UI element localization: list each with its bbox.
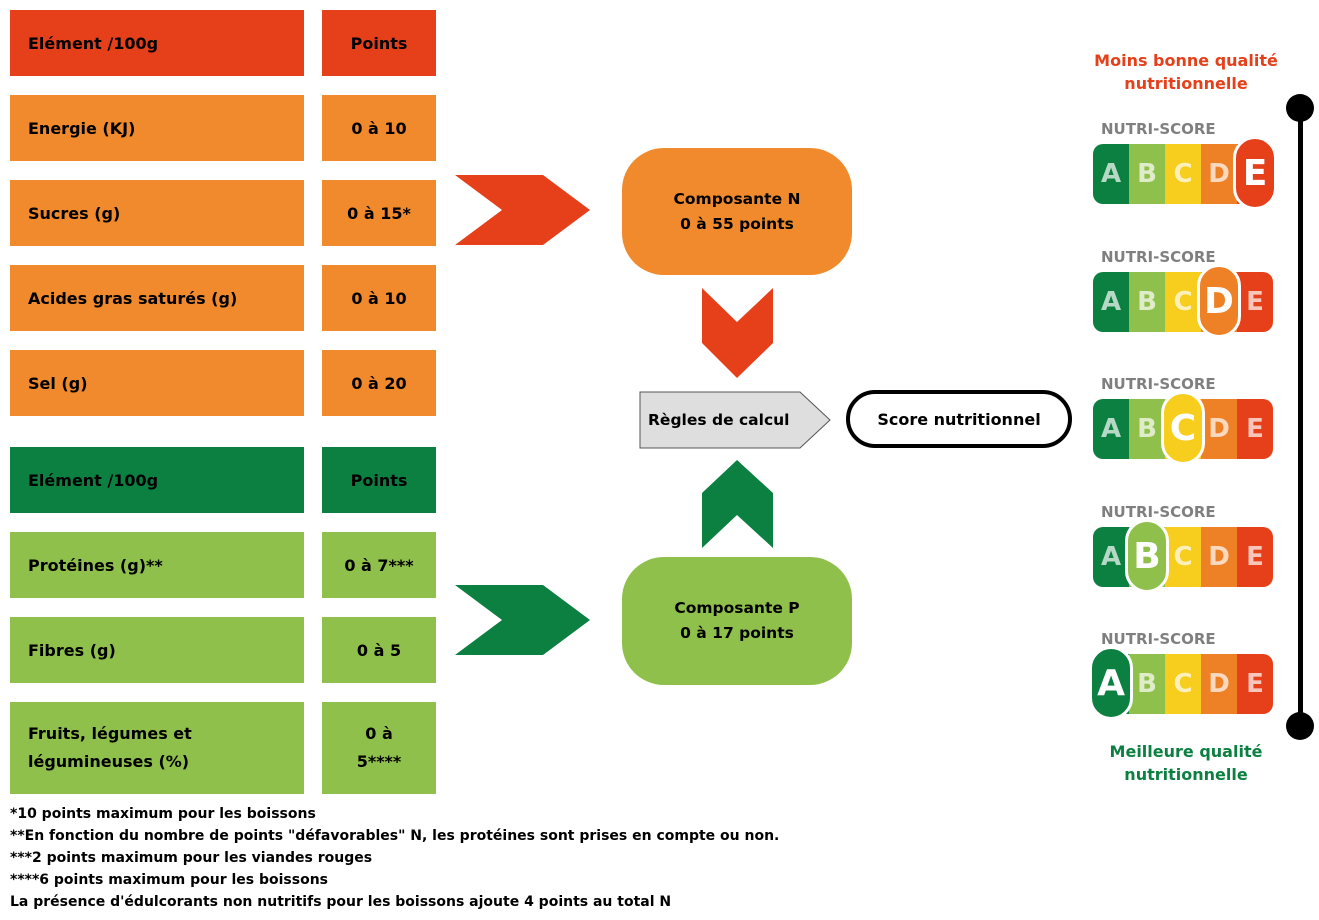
arrow-down-orange xyxy=(702,288,773,378)
salt-label: Sel (g) xyxy=(10,350,304,416)
score-label: Score nutritionnel xyxy=(877,409,1041,429)
saturated-fat-points: 0 à 10 xyxy=(322,265,436,331)
component-p: Composante P 0 à 17 points xyxy=(622,557,852,685)
nutri-score-letter-b: B xyxy=(1129,399,1165,459)
score-box: Score nutritionnel xyxy=(846,390,1072,448)
worst-quality-label: Moins bonne qualité nutritionnelle xyxy=(1094,51,1278,93)
component-n-range: 0 à 55 points xyxy=(680,214,794,233)
saturated-fat-label: Acides gras saturés (g) xyxy=(10,265,304,331)
nutri-score-letter-d: D xyxy=(1201,399,1237,459)
component-p-title: Composante P xyxy=(674,599,800,617)
nutri-score-highlight-a: A xyxy=(1089,646,1133,720)
nutri-score-letter-d: D xyxy=(1201,527,1237,587)
fruits-vegetables-label: Fruits, légumes et légumineuses (%) xyxy=(10,702,304,794)
nutri-score-badge-label: NUTRI-SCORE xyxy=(1101,120,1216,138)
nutri-score-badge-b: NUTRI-SCORE ABCDEB xyxy=(1093,503,1273,603)
fiber-label: Fibres (g) xyxy=(10,617,304,683)
footnote-3: ***2 points maximum pour les viandes rou… xyxy=(10,850,373,866)
nutri-score-highlight-d: D xyxy=(1197,264,1241,338)
nutri-score-highlight-b: B xyxy=(1125,519,1169,593)
nutri-score-letter-d: D xyxy=(1201,144,1237,204)
orange-table-header-points: Points xyxy=(322,10,436,76)
nutri-score-letter-a: A xyxy=(1093,144,1129,204)
nutri-score-badge-label: NUTRI-SCORE xyxy=(1101,630,1216,648)
component-n: Composante N 0 à 55 points xyxy=(622,148,852,275)
nutri-score-badge-e: NUTRI-SCOREABCDEE xyxy=(1093,120,1277,220)
scale-bottom-dot xyxy=(1286,712,1314,740)
footnote-1: *10 points maximum pour les boissons xyxy=(10,806,316,822)
salt-points: 0 à 20 xyxy=(322,350,436,416)
scale-top-dot xyxy=(1286,94,1314,122)
arrow-up-green xyxy=(702,460,773,548)
nutri-score-highlight-c: C xyxy=(1161,391,1205,465)
best-quality-label: Meilleure qualité nutritionnelle xyxy=(1109,742,1263,784)
nutri-score-letter-e: E xyxy=(1237,272,1273,332)
footnote-5: La présence d'édulcorants non nutritifs … xyxy=(10,894,672,910)
nutri-score-letter-e: E xyxy=(1237,527,1273,587)
nutri-score-letter-c: C xyxy=(1165,144,1201,204)
footnote-4: ****6 points maximum pour les boissons xyxy=(10,872,328,888)
nutri-score-letter-e: E xyxy=(1237,654,1273,714)
energy-points: 0 à 10 xyxy=(322,95,436,161)
sugars-label: Sucres (g) xyxy=(10,180,304,246)
nutri-score-letter-c: C xyxy=(1165,527,1201,587)
sugars-points: 0 à 15* xyxy=(322,180,436,246)
nutri-score-badge-label: NUTRI-SCORE xyxy=(1101,248,1216,266)
nutri-score-letter-c: C xyxy=(1165,654,1201,714)
protein-label: Protéines (g)** xyxy=(10,532,304,598)
fruits-vegetables-points: 0 à 5**** xyxy=(322,702,436,794)
nutri-score-letter-e: E xyxy=(1237,399,1273,459)
scale-line xyxy=(1298,106,1303,726)
protein-points: 0 à 7*** xyxy=(322,532,436,598)
component-p-range: 0 à 17 points xyxy=(680,624,794,642)
rules-arrow-shape xyxy=(639,391,831,449)
green-table-header-label: Elément /100g xyxy=(10,447,304,513)
nutri-score-letter-a: A xyxy=(1093,399,1129,459)
orange-table-header-label: Elément /100g xyxy=(10,10,304,76)
nutri-score-letter-b: B xyxy=(1129,144,1165,204)
nutri-score-letter-a: A xyxy=(1093,527,1129,587)
arrow-right-orange xyxy=(455,175,590,245)
component-n-title: Composante N xyxy=(673,189,801,208)
nutri-score-letter-d: D xyxy=(1201,654,1237,714)
arrow-right-green xyxy=(455,585,590,655)
nutri-score-badge-d: NUTRI-SCORE ABCDED xyxy=(1093,248,1273,348)
nutri-score-letter-a: A xyxy=(1093,272,1129,332)
rules-label: Règles de calcul xyxy=(648,411,790,429)
fiber-points: 0 à 5 xyxy=(322,617,436,683)
nutri-score-highlight-e: E xyxy=(1233,136,1277,210)
nutri-score-badge-label: NUTRI-SCORE xyxy=(1101,375,1216,393)
footnote-2: **En fonction du nombre de points "défav… xyxy=(10,828,780,844)
nutri-score-badge-c: NUTRI-SCOREABCDEC xyxy=(1093,375,1273,475)
nutri-score-letter-b: B xyxy=(1129,272,1165,332)
nutri-score-badge-a: NUTRI-SCOREABCDEA xyxy=(1089,630,1273,730)
nutri-score-badge-label: NUTRI-SCORE xyxy=(1101,503,1216,521)
nutri-score-letter-b: B xyxy=(1129,654,1165,714)
green-table-header-points: Points xyxy=(322,447,436,513)
energy-label: Energie (KJ) xyxy=(10,95,304,161)
nutri-score-letter-c: C xyxy=(1165,272,1201,332)
